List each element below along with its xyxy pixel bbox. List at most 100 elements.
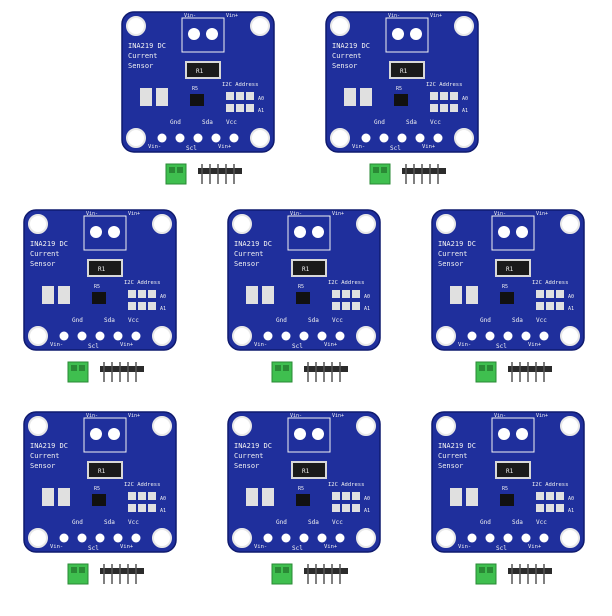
silk-shunt-value: R1	[400, 68, 408, 75]
terminal-and-pin-header	[67, 361, 145, 383]
silk-scl: Scl	[496, 545, 507, 552]
silk-vcc: Vcc	[332, 519, 343, 526]
silk-gnd: Gnd	[170, 119, 181, 126]
silk-rs-label: R5	[502, 486, 508, 492]
silk-i2c-address: I2C Address	[124, 280, 160, 286]
silk-vcc: Vcc	[536, 519, 547, 526]
silk-a1: A1	[364, 306, 370, 312]
terminal-and-pin-header	[165, 163, 243, 185]
terminal-and-pin-header	[271, 361, 349, 383]
silk-chip-name: INA219 DC	[30, 240, 68, 248]
silk-vin-minus-top: Vin-	[388, 13, 400, 19]
silk-vin-minus-top: Vin-	[86, 211, 98, 217]
silk-vin-plus-top: Vin+	[430, 13, 442, 19]
silk-vin-minus-top: Vin-	[86, 413, 98, 419]
silk-current: Current	[234, 250, 264, 258]
silk-shunt-value: R1	[506, 468, 514, 475]
silk-current: Current	[30, 452, 60, 460]
silk-chip-name: INA219 DC	[30, 442, 68, 450]
silk-chip-name: INA219 DC	[128, 42, 166, 50]
silk-rs-label: R5	[502, 284, 508, 290]
silk-current: Current	[128, 52, 158, 60]
silk-vin-plus-top: Vin+	[128, 413, 140, 419]
silk-sensor: Sensor	[30, 260, 55, 268]
silk-a0: A0	[568, 496, 574, 502]
silk-gnd: Gnd	[276, 519, 287, 526]
silk-a1: A1	[568, 508, 574, 514]
silk-chip-name: INA219 DC	[438, 442, 476, 450]
silk-rs-label: R5	[94, 284, 100, 290]
silk-vin-plus-top: Vin+	[332, 211, 344, 217]
silk-sensor: Sensor	[438, 260, 463, 268]
silk-vin-plus-bottom: Vin+	[120, 342, 134, 348]
silk-vin-plus-top: Vin+	[536, 413, 548, 419]
silk-a0: A0	[160, 294, 166, 300]
silk-gnd: Gnd	[276, 317, 287, 324]
silk-sda: Sda	[512, 519, 523, 526]
silk-i2c-address: I2C Address	[328, 280, 364, 286]
silk-sda: Sda	[104, 317, 115, 324]
accessory-graphic	[165, 163, 243, 185]
silk-a1: A1	[160, 508, 166, 514]
silk-sda: Sda	[406, 119, 417, 126]
terminal-and-pin-header	[271, 563, 349, 585]
silk-vin-plus-top: Vin+	[128, 211, 140, 217]
silk-gnd: Gnd	[72, 317, 83, 324]
silk-a1: A1	[258, 108, 264, 114]
silk-gnd: Gnd	[480, 519, 491, 526]
silk-rs-label: R5	[298, 486, 304, 492]
silk-vin-minus-top: Vin-	[184, 13, 196, 19]
silk-sda: Sda	[308, 519, 319, 526]
silk-rs-label: R5	[192, 86, 198, 92]
silk-vin-plus-bottom: Vin+	[528, 544, 542, 550]
silk-vin-plus-bottom: Vin+	[422, 144, 436, 150]
silk-vin-plus-bottom: Vin+	[528, 342, 542, 348]
silk-scl: Scl	[292, 343, 303, 350]
silk-sda: Sda	[512, 317, 523, 324]
silk-i2c-address: I2C Address	[124, 482, 160, 488]
silk-shunt-value: R1	[196, 68, 204, 75]
terminal-and-pin-header	[369, 163, 447, 185]
accessory-graphic	[271, 563, 349, 585]
silk-vin-minus-bottom: Vin-	[352, 144, 365, 150]
silk-a0: A0	[568, 294, 574, 300]
silk-i2c-address: I2C Address	[426, 82, 462, 88]
silk-vcc: Vcc	[226, 119, 237, 126]
silk-a0: A0	[364, 294, 370, 300]
silk-vin-minus-bottom: Vin-	[148, 144, 161, 150]
silk-a0: A0	[364, 496, 370, 502]
silk-chip-name: INA219 DC	[234, 240, 272, 248]
silk-vcc: Vcc	[128, 519, 139, 526]
silk-a1: A1	[364, 508, 370, 514]
silk-current: Current	[438, 452, 468, 460]
silk-current: Current	[234, 452, 264, 460]
silk-a1: A1	[568, 306, 574, 312]
silk-chip-name: INA219 DC	[332, 42, 370, 50]
silk-vin-plus-bottom: Vin+	[324, 544, 338, 550]
silk-vcc: Vcc	[430, 119, 441, 126]
silk-vcc: Vcc	[332, 317, 343, 324]
terminal-and-pin-header	[67, 563, 145, 585]
accessory-graphic	[67, 563, 145, 585]
silk-vin-plus-bottom: Vin+	[218, 144, 232, 150]
silk-sda: Sda	[104, 519, 115, 526]
silk-shunt-value: R1	[506, 266, 514, 273]
silk-vin-plus-top: Vin+	[332, 413, 344, 419]
silk-gnd: Gnd	[480, 317, 491, 324]
silk-vin-plus-bottom: Vin+	[120, 544, 134, 550]
silk-vin-plus-top: Vin+	[536, 211, 548, 217]
silk-sensor: Sensor	[438, 462, 463, 470]
silk-vin-minus-bottom: Vin-	[50, 342, 63, 348]
accessory-graphic	[67, 361, 145, 383]
silk-scl: Scl	[496, 343, 507, 350]
silk-rs-label: R5	[396, 86, 402, 92]
silk-current: Current	[332, 52, 362, 60]
silk-vin-minus-bottom: Vin-	[458, 544, 471, 550]
silk-current: Current	[438, 250, 468, 258]
